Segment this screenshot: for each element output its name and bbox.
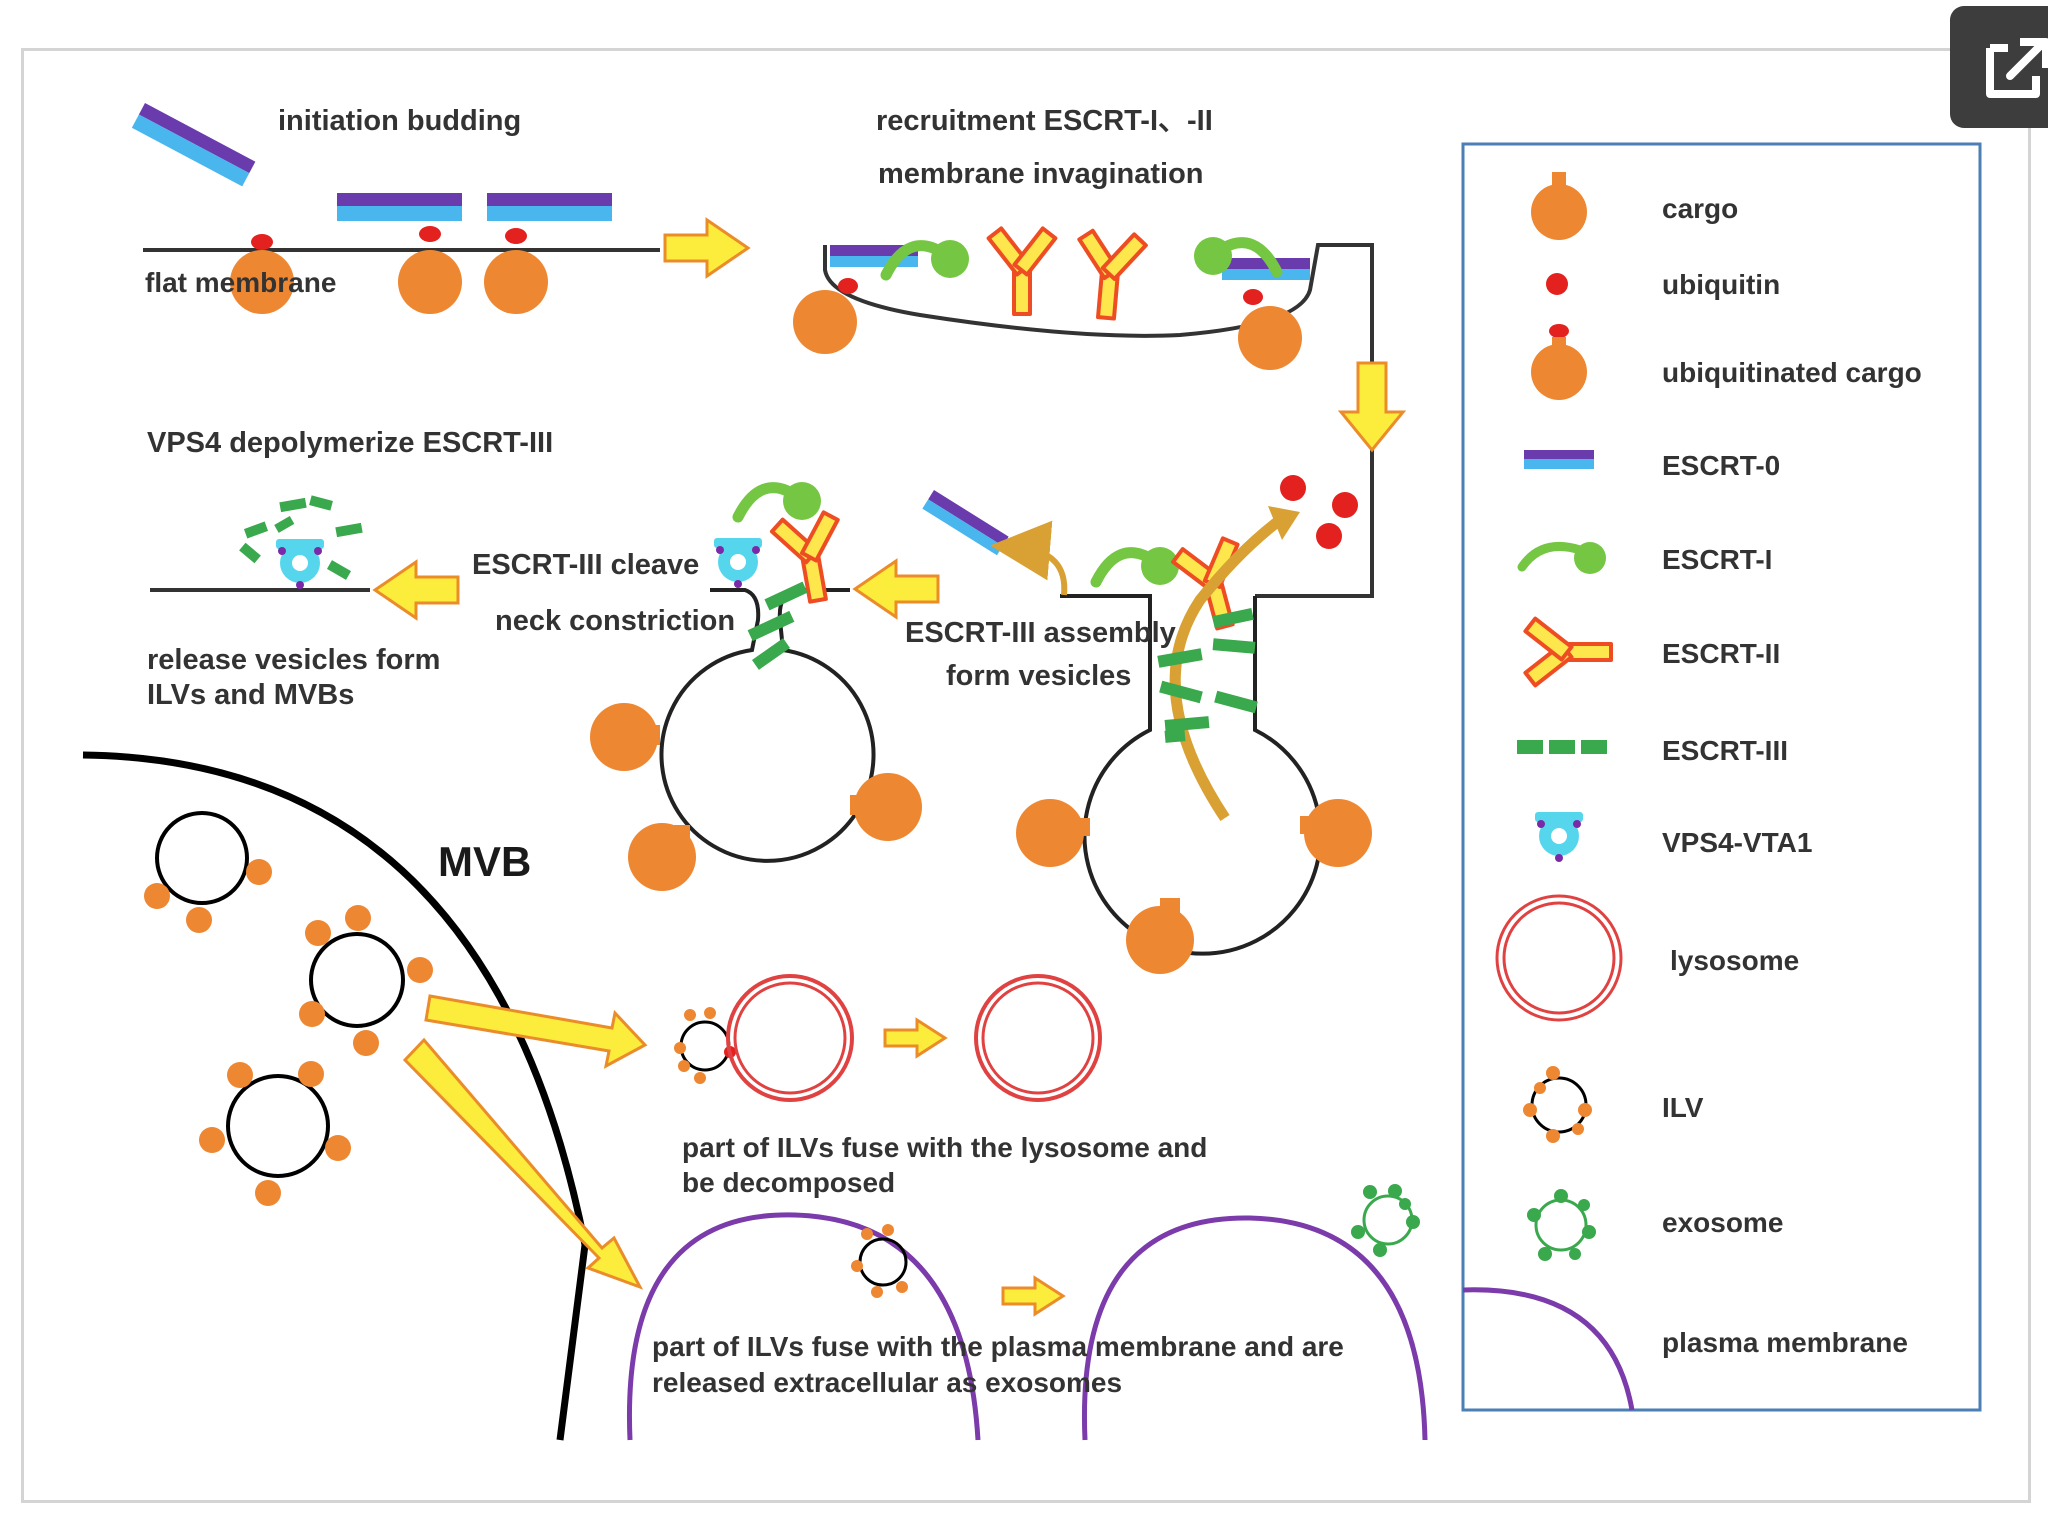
- legend-label-lysosome: lysosome: [1670, 945, 1799, 976]
- legend-label-vps4-vta1: VPS4-VTA1: [1662, 827, 1812, 858]
- label-escrt3-assembly: ESCRT-III assembly: [905, 617, 1176, 649]
- escrt-i-icon: [1517, 542, 1606, 574]
- vps4-vta1-complex: [276, 539, 324, 589]
- arrow-to-plasma-membrane: [402, 1037, 644, 1290]
- arrow-exosome-release: [1001, 1275, 1066, 1317]
- open-external-icon: [1986, 38, 2048, 98]
- plasma-membrane-icon: [1462, 1287, 1635, 1411]
- escrt-iii-fragments: [239, 495, 363, 580]
- legend-label-exosome: exosome: [1662, 1207, 1783, 1238]
- open-in-new-window-button[interactable]: [1950, 6, 2048, 128]
- cargo: [1126, 898, 1194, 974]
- escrt-iii-spiral: [1157, 607, 1258, 743]
- ilv-vesicle: [851, 1224, 908, 1298]
- cargo: [1016, 799, 1090, 867]
- label-lysosome-path-1: part of ILVs fuse with the lysosome and: [682, 1132, 1207, 1163]
- label-recruitment: recruitment ESCRT-I、-II: [876, 105, 1213, 137]
- exosome: [1351, 1184, 1420, 1257]
- label-flat-membrane: flat membrane: [145, 267, 336, 298]
- label-form-vesicles: form vesicles: [946, 660, 1131, 692]
- escrt-0-icon: [1524, 450, 1594, 469]
- escrt-iii-spiral: [747, 581, 808, 670]
- membrane-neck-constriction: [659, 588, 876, 863]
- cargo-sorting-arrowhead: [1268, 506, 1300, 540]
- cargo-sorting-arrow: [1169, 515, 1284, 822]
- escrt-i-complex: [738, 482, 821, 520]
- arrow-step-4: [852, 558, 940, 620]
- legend-label-ubiquitin: ubiquitin: [1662, 269, 1780, 300]
- plasma-membrane-arc: [626, 1212, 981, 1441]
- legend-label-cargo: cargo: [1662, 193, 1738, 224]
- ubiquitin-icon: [1546, 273, 1568, 295]
- label-ilvs-mvbs: ILVs and MVBs: [147, 679, 354, 711]
- mvb-membrane: [82, 751, 589, 1441]
- label-vps4-depolymerize: VPS4 depolymerize ESCRT-III: [147, 427, 553, 459]
- label-release-vesicles: release vesicles form: [147, 644, 440, 676]
- escrt-0-complex: [487, 193, 612, 221]
- escrt-0-complex: [922, 490, 1009, 556]
- arrow-step-5: [372, 559, 460, 621]
- escrt-0-approaching: [131, 103, 256, 187]
- arrow-step-1: [663, 217, 751, 279]
- ilv-vesicle: [144, 811, 272, 933]
- legend-label-escrt-ii: ESCRT-II: [1662, 638, 1780, 669]
- ubiquitinated-cargo: [484, 228, 548, 314]
- arrow-step-2: [1337, 361, 1407, 453]
- ubiquitinated-cargo: [230, 234, 294, 314]
- vps4-vta1-complex: [714, 538, 762, 588]
- ubiquitinated-cargo: [793, 278, 858, 354]
- legend-label-escrt-iii: ESCRT-III: [1662, 735, 1788, 766]
- cargo: [850, 773, 922, 841]
- arrow-to-lysosome: [424, 994, 648, 1069]
- cargo: [628, 823, 696, 891]
- legend-label-plasma-membrane: plasma membrane: [1662, 1327, 1908, 1358]
- escrt-ii-complex: [1070, 227, 1149, 323]
- label-escrt3-cleave: ESCRT-III cleave: [472, 549, 699, 581]
- ubiquitinated-cargo-icon: [1531, 324, 1587, 400]
- membrane-budding-vesicle: [1060, 594, 1323, 956]
- lysosome-icon: [1495, 894, 1623, 1022]
- lysosome: [726, 974, 854, 1102]
- cargo-icon: [1531, 172, 1587, 240]
- label-plasma-path-1: part of ILVs fuse with the plasma membra…: [652, 1331, 1344, 1362]
- legend-label-ilv: ILV: [1662, 1092, 1704, 1123]
- escrt-0-release-arrow: [990, 520, 1068, 596]
- arrow-lysosome-fusion: [883, 1017, 948, 1059]
- label-lysosome-path-2: be decomposed: [682, 1167, 895, 1198]
- plasma-membrane-arc: [1081, 1215, 1428, 1441]
- label-neck-constriction: neck constriction: [495, 605, 735, 637]
- escrt-iii-icon: [1517, 740, 1607, 754]
- ubiquitin-released: [1280, 475, 1358, 549]
- ubiquitinated-cargo: [398, 226, 462, 314]
- ilv-icon: [1523, 1066, 1592, 1143]
- exosome-icon: [1527, 1189, 1596, 1261]
- lysosome: [974, 974, 1102, 1102]
- legend-label-ubiquitinated-cargo: ubiquitinated cargo: [1662, 357, 1922, 388]
- cargo: [590, 703, 660, 771]
- label-plasma-path-2: released extracellular as exosomes: [652, 1367, 1122, 1398]
- escrt-ii-complex: [986, 226, 1058, 316]
- invaginating-membrane: [823, 243, 1374, 598]
- ilv-vesicle: [299, 905, 433, 1056]
- label-membrane-invagination: membrane invagination: [878, 158, 1204, 190]
- ubiquitinated-cargo: [1238, 289, 1302, 370]
- escrt-0-complex: [337, 193, 462, 221]
- escrt-i-complex: [1096, 547, 1179, 585]
- label-mvb: MVB: [438, 838, 531, 885]
- cargo: [1300, 799, 1372, 867]
- legend-label-escrt-0: ESCRT-0: [1662, 450, 1780, 481]
- ilv-vesicle: [199, 1061, 351, 1206]
- legend-label-escrt-i: ESCRT-I: [1662, 544, 1772, 575]
- label-initiation-budding: initiation budding: [278, 105, 521, 137]
